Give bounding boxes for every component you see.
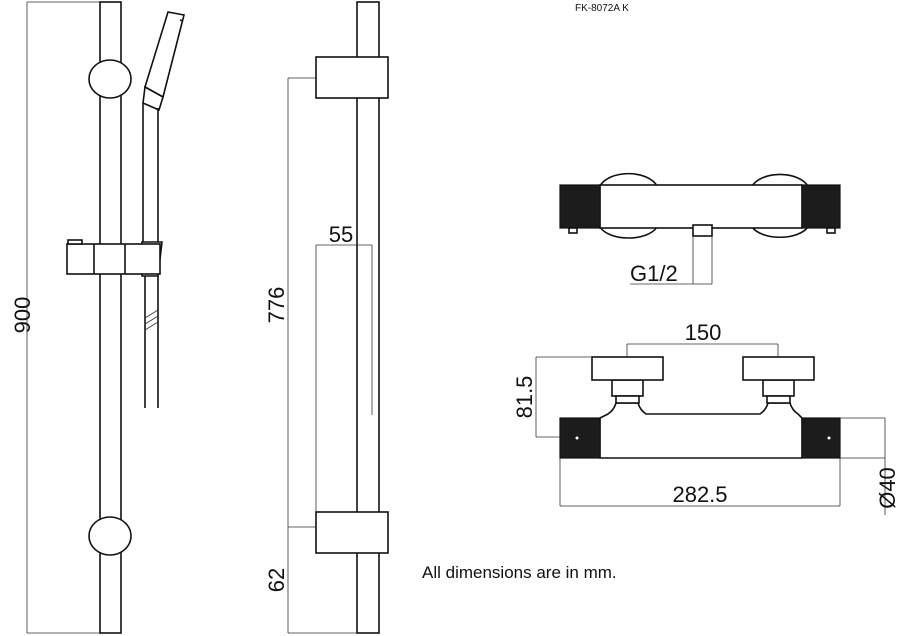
top-bracket	[315, 56, 389, 99]
slider-holder	[66, 239, 161, 275]
dimension-776-label: 776	[264, 287, 289, 324]
dimension-81-5-label: 81.5	[512, 376, 537, 419]
temperature-handle	[591, 356, 664, 381]
thermostat-front-view: 150 81.5 282.5 Ø40	[512, 320, 900, 515]
hand-shower	[141, 11, 185, 408]
dimension-900-label: 900	[10, 297, 35, 334]
dimension-g12-label: G1/2	[630, 261, 678, 286]
dimension-55-label: 55	[329, 222, 353, 247]
side-rail	[356, 1, 380, 634]
flow-handle	[742, 356, 815, 381]
knurled-end-cap	[559, 184, 601, 229]
bottom-bracket	[315, 511, 389, 554]
dimension-282-5-label: 282.5	[672, 482, 727, 507]
dimension-62-label: 62	[264, 568, 289, 592]
knurled-end-cap	[801, 417, 841, 459]
model-code: FK-8072A K	[575, 3, 629, 14]
bottom-wall-bracket-knob	[88, 516, 132, 556]
side-view-rail-set: 776 62 55	[264, 1, 389, 634]
knurled-end-cap	[801, 184, 841, 229]
front-view-rail-set: 900	[10, 1, 185, 634]
dimension-diameter-40-label: Ø40	[875, 467, 900, 509]
knurled-end-cap	[559, 417, 601, 459]
units-note: All dimensions are in mm.	[422, 563, 617, 582]
thermostat-top-view: G1/2	[559, 172, 841, 286]
outlet	[692, 224, 713, 237]
dimension-150-label: 150	[685, 320, 722, 345]
slide-rail	[99, 1, 122, 634]
top-wall-bracket-knob	[88, 59, 132, 99]
